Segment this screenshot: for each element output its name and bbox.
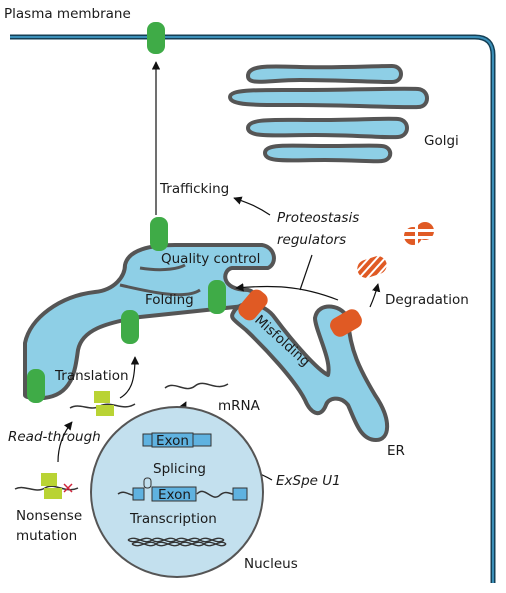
mrna-label: mRNA [218,398,261,414]
membrane-protein [147,22,165,54]
nucleus-label: Nucleus [244,556,298,572]
golgi-apparatus [227,63,429,164]
ribosome-stalled [41,473,62,499]
er-label: ER [387,443,405,459]
pre-mrna [117,477,248,502]
exon-bottom-label: Exon [158,487,191,503]
protein-misfolded-2 [330,309,362,337]
arrow-degradation [369,283,381,308]
exspe-u1-label: ExSpe U1 [276,473,341,489]
mrna-strand [164,382,229,390]
exon-top-label: Exon [156,433,189,449]
protein-quality-control [150,217,168,251]
er-lower [230,302,390,442]
dna-helix [127,537,227,547]
plasma-membrane [10,34,496,583]
golgi-label: Golgi [424,133,459,149]
quality-control-label: Quality control [161,251,260,267]
splicing-label: Splicing [153,461,206,477]
protein-folded [208,280,226,314]
arrow-translation [119,356,140,399]
plasma-membrane-label: Plasma membrane [4,6,131,22]
protein-misfolded-1 [238,289,268,321]
arrow-misfolded-to-folding [235,283,339,301]
ribosome-translating [94,391,114,416]
stop-cross-icon [63,483,73,493]
translation-label: Translation [54,368,129,384]
degradation-label: Degradation [385,292,469,308]
line-proteostasis [299,254,313,291]
degraded-fragments [402,218,436,248]
degrading-protein [357,256,387,278]
spliced-transcript [142,432,212,448]
arrow-proteostasis-to-trafficking [233,196,271,216]
transcription-label: Transcription [129,511,217,527]
protein-nascent [121,310,139,344]
protein-translating [27,369,45,403]
arrow-read-through [57,421,73,463]
folding-label: Folding [145,292,194,308]
trafficking-label: Trafficking [159,181,229,197]
read-through-label: Read-through [8,429,101,445]
